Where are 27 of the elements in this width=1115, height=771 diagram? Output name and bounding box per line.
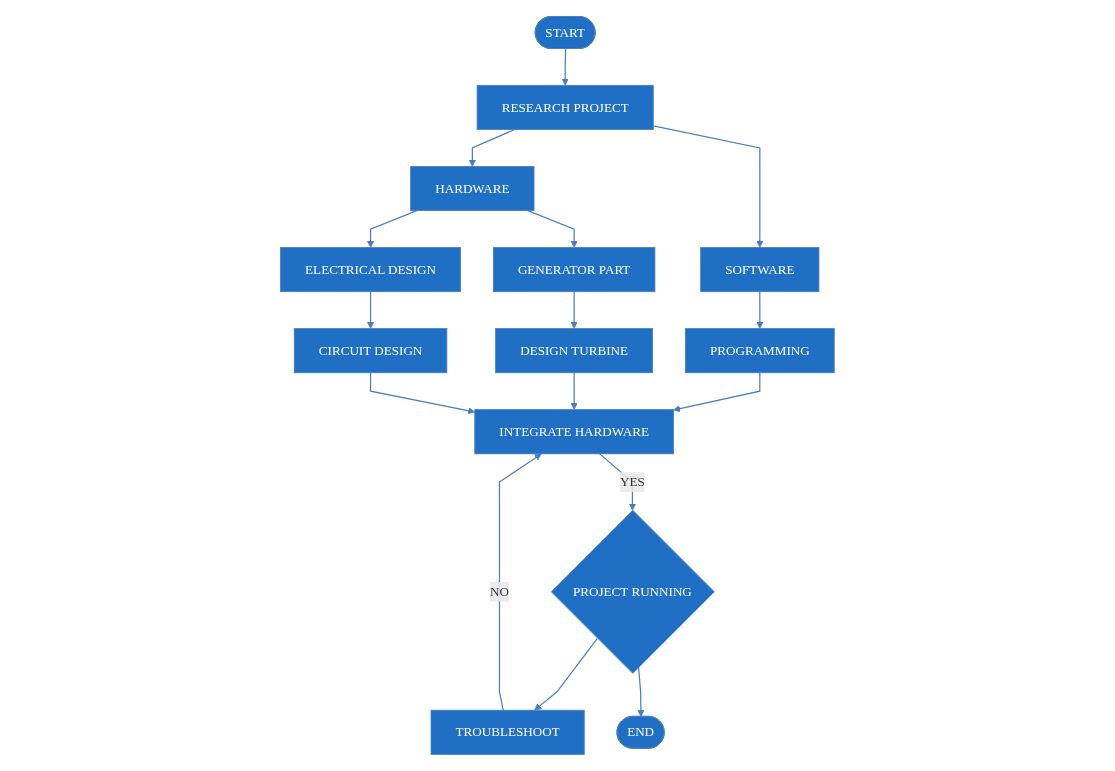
arrow xyxy=(468,128,516,167)
node-box: GENERATOR PART xyxy=(493,247,656,293)
node-box: DESIGN TURBINE xyxy=(495,328,654,374)
node-box: HARDWARE xyxy=(410,166,535,212)
arrow xyxy=(527,210,578,248)
arrow xyxy=(652,125,764,248)
arrow xyxy=(534,637,599,711)
node-diamond: PROJECT RUNNING xyxy=(551,509,715,674)
arrow xyxy=(570,291,578,329)
arrow xyxy=(367,210,418,248)
edge-label: YES xyxy=(620,474,645,489)
node-box: INTEGRATE HARDWARE xyxy=(474,409,674,455)
node-box: SOFTWARE xyxy=(700,247,820,293)
arrow xyxy=(498,453,542,711)
arrow xyxy=(673,372,761,413)
arrow xyxy=(756,291,764,329)
arrow xyxy=(367,291,375,329)
arrow xyxy=(370,372,476,415)
node-box: PROGRAMMING xyxy=(685,328,835,374)
node-box: ELECTRICAL DESIGN xyxy=(280,247,462,293)
arrow xyxy=(637,666,645,718)
arrow xyxy=(561,48,569,86)
node-box: CIRCUIT DESIGN xyxy=(293,328,448,374)
node-box: TROUBLESHOOT xyxy=(430,709,585,755)
node-box: RESEARCH PROJECT xyxy=(476,84,654,130)
arrow xyxy=(570,372,578,410)
edge-label: NO xyxy=(490,584,510,599)
